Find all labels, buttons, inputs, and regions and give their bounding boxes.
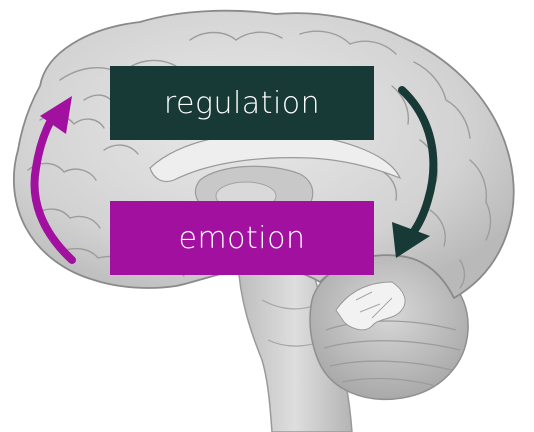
regulation-label: regulation — [164, 86, 320, 121]
regulation-label-box: regulation — [110, 66, 374, 140]
emotion-label-box: emotion — [110, 201, 374, 275]
emotion-label: emotion — [178, 221, 305, 256]
